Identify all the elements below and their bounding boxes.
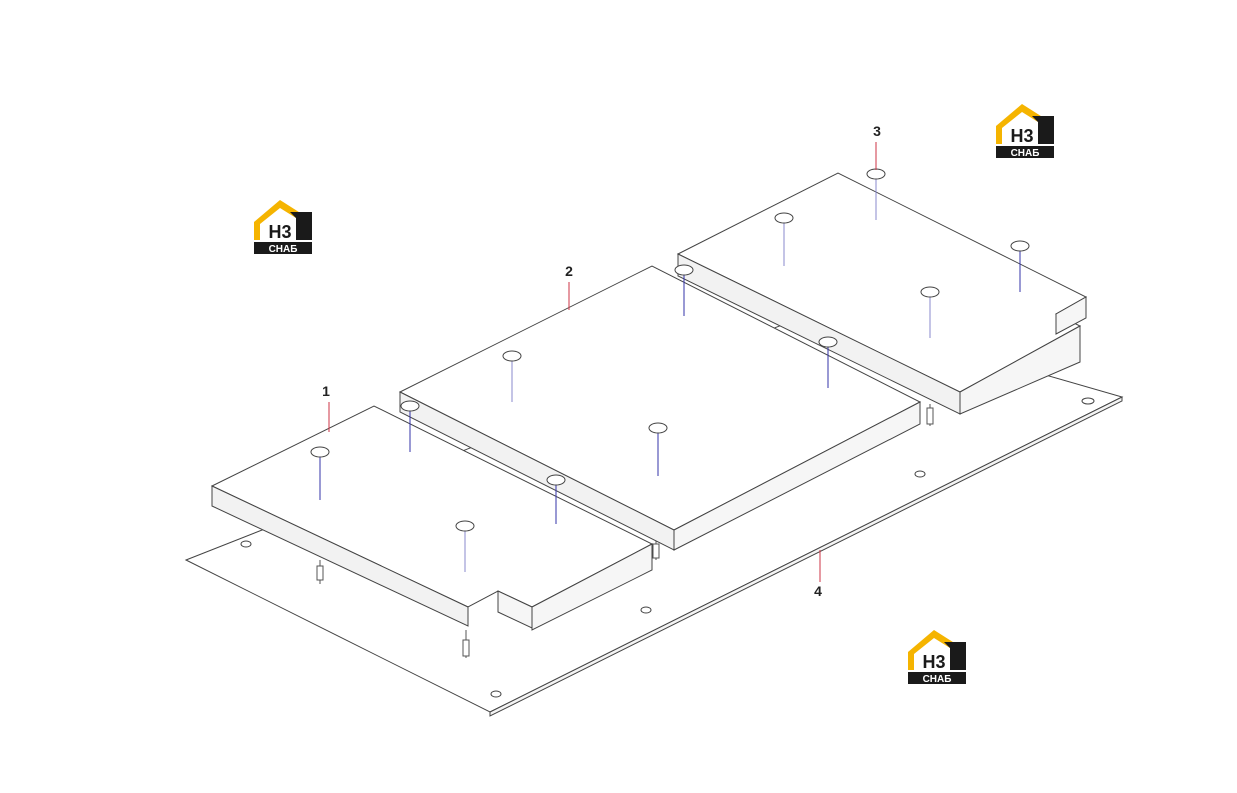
svg-text:2: 2 <box>565 263 573 279</box>
bolt <box>648 422 668 476</box>
svg-text:СНАБ: СНАБ <box>269 244 298 255</box>
plate-hole <box>640 606 652 614</box>
svg-text:H3: H3 <box>922 652 945 672</box>
callout-2: 2 <box>565 263 573 310</box>
top-bolts <box>310 168 1030 572</box>
svg-text:СНАБ: СНАБ <box>1011 148 1040 159</box>
lower-bolts <box>316 404 934 658</box>
watermark-logo: H3 СНАБ <box>996 104 1054 159</box>
svg-text:3: 3 <box>873 123 881 139</box>
svg-text:СНАБ: СНАБ <box>923 674 952 685</box>
svg-text:H3: H3 <box>1010 126 1033 146</box>
watermark-logo: H3 СНАБ <box>908 630 966 685</box>
callout-1: 1 <box>322 383 330 432</box>
bolt <box>502 350 522 402</box>
panel-3 <box>676 172 1088 415</box>
bolt <box>546 474 566 524</box>
bolt <box>818 336 838 388</box>
callout-4: 4 <box>814 550 822 599</box>
svg-text:1: 1 <box>322 383 330 399</box>
plate-hole <box>1081 397 1095 405</box>
svg-text:H3: H3 <box>268 222 291 242</box>
plate-hole <box>490 690 502 698</box>
bolt <box>674 264 694 316</box>
panel-2 <box>398 265 922 551</box>
plate-hole <box>240 540 252 548</box>
bolt <box>310 446 330 500</box>
callout-3: 3 <box>873 123 881 170</box>
bolt <box>866 168 886 220</box>
bolt <box>455 520 475 572</box>
bolt <box>1010 240 1030 292</box>
watermark-logo: H3 СНАБ <box>254 200 312 255</box>
svg-text:4: 4 <box>814 583 822 599</box>
bolt <box>774 212 794 266</box>
plate-hole <box>914 470 926 478</box>
bolt <box>920 286 940 338</box>
bolt <box>400 400 420 452</box>
